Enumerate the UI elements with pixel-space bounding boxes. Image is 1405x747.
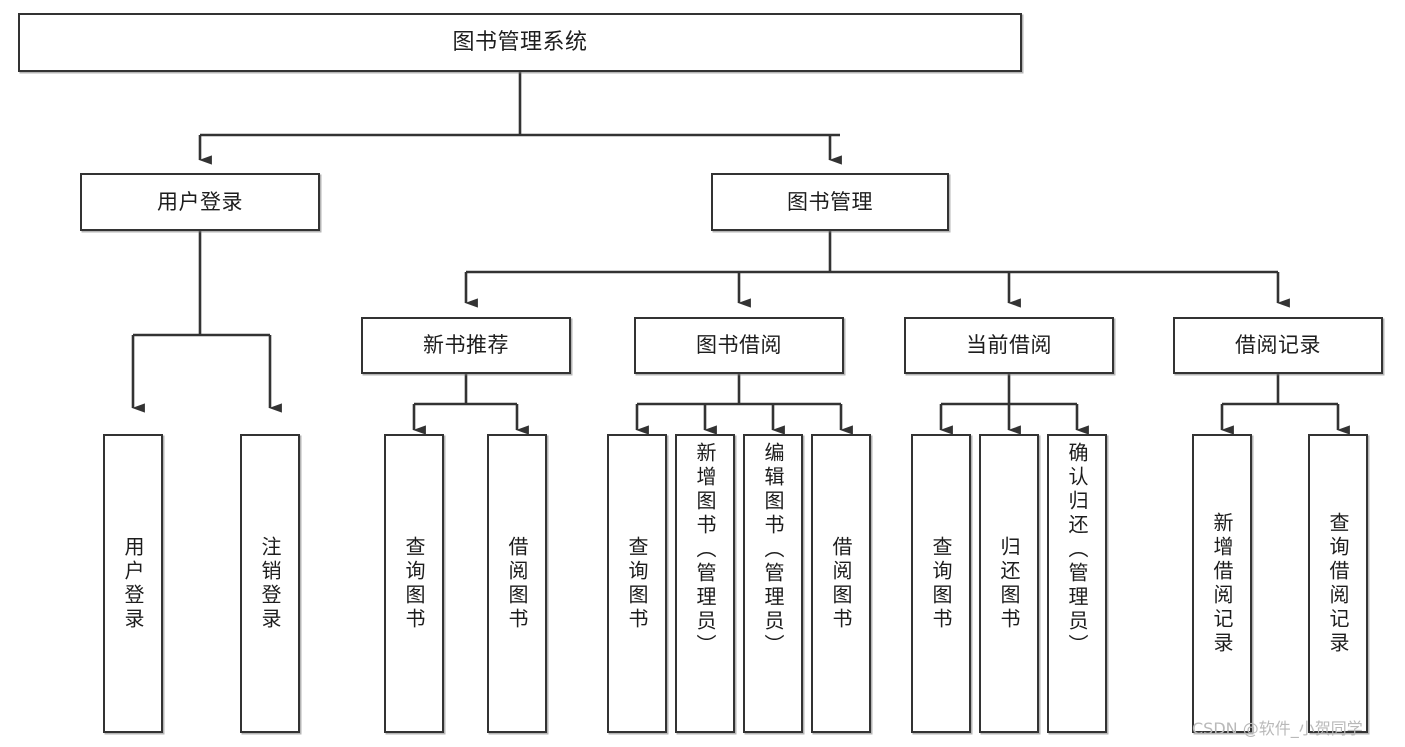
node-leaf-edit-book[interactable]: 编辑图书（管理员） <box>743 434 803 733</box>
node-user-login[interactable]: 用户登录 <box>80 173 320 231</box>
node-label: 确认归还（管理员） <box>1065 442 1089 658</box>
node-leaf-borrow-book-1[interactable]: 借阅图书 <box>487 434 547 733</box>
node-label: 查询图书 <box>929 535 953 632</box>
node-current-borrow[interactable]: 当前借阅 <box>904 317 1114 374</box>
node-leaf-confirm-return[interactable]: 确认归还（管理员） <box>1047 434 1107 733</box>
node-leaf-query-book-2[interactable]: 查询图书 <box>607 434 667 733</box>
node-new-book-recommend[interactable]: 新书推荐 <box>361 317 571 374</box>
node-leaf-return-book[interactable]: 归还图书 <box>979 434 1039 733</box>
node-label: 借阅图书 <box>829 535 853 632</box>
node-label: 图书借阅 <box>696 333 782 358</box>
node-label: 借阅图书 <box>505 535 529 632</box>
node-label: 新书推荐 <box>423 333 509 358</box>
node-book-management[interactable]: 图书管理 <box>711 173 949 231</box>
node-label: 新增图书（管理员） <box>693 442 717 658</box>
node-leaf-query-book-1[interactable]: 查询图书 <box>384 434 444 733</box>
node-label: 用户登录 <box>121 535 145 632</box>
node-label: 注销登录 <box>258 535 282 632</box>
node-label: 查询图书 <box>402 535 426 632</box>
node-leaf-add-book[interactable]: 新增图书（管理员） <box>675 434 735 733</box>
node-label: 归还图书 <box>997 535 1021 632</box>
node-leaf-query-record[interactable]: 查询借阅记录 <box>1308 434 1368 733</box>
node-book-borrow[interactable]: 图书借阅 <box>634 317 844 374</box>
node-label: 新增借阅记录 <box>1210 511 1234 656</box>
node-leaf-borrow-book-2[interactable]: 借阅图书 <box>811 434 871 733</box>
node-label: 当前借阅 <box>966 333 1052 358</box>
node-root-book-management-system[interactable]: 图书管理系统 <box>18 13 1022 72</box>
node-label: 借阅记录 <box>1235 333 1321 358</box>
node-label: 图书管理 <box>787 189 873 214</box>
node-leaf-query-book-3[interactable]: 查询图书 <box>911 434 971 733</box>
node-label: 查询图书 <box>625 535 649 632</box>
csdn-watermark: CSDN @软件_小贺同学 <box>1192 719 1363 738</box>
node-label: 图书管理系统 <box>452 29 588 55</box>
node-leaf-add-record[interactable]: 新增借阅记录 <box>1192 434 1252 733</box>
node-borrow-record[interactable]: 借阅记录 <box>1173 317 1383 374</box>
node-label: 用户登录 <box>157 189 243 214</box>
node-leaf-logout-login[interactable]: 注销登录 <box>240 434 300 733</box>
node-label: 编辑图书（管理员） <box>761 442 785 658</box>
node-leaf-user-login[interactable]: 用户登录 <box>103 434 163 733</box>
node-label: 查询借阅记录 <box>1326 511 1350 656</box>
